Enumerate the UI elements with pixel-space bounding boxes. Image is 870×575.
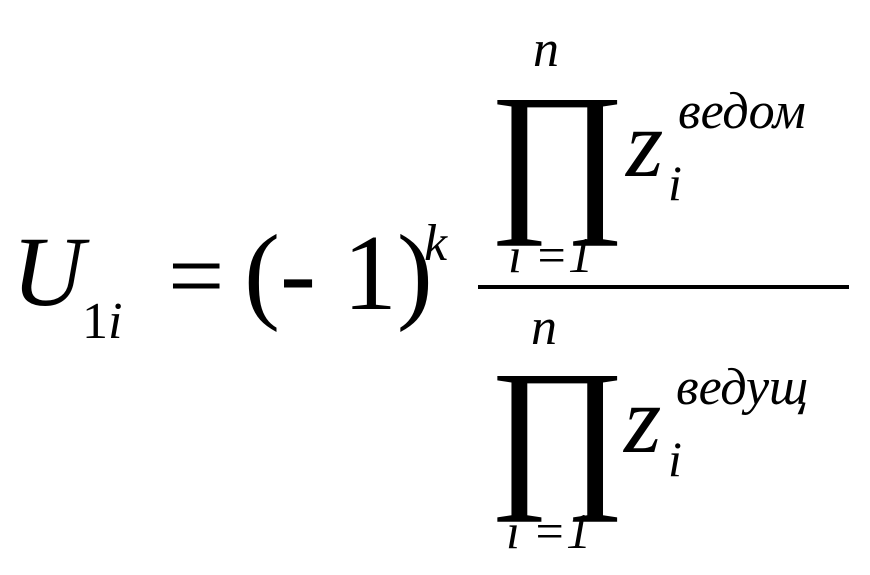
- denominator-term-superscript: ведущ: [676, 359, 809, 416]
- denominator-product-symbol: ∏: [488, 337, 627, 523]
- denominator-term: z: [624, 366, 662, 473]
- sign-factor-exponent: k: [424, 215, 448, 272]
- lhs-subscript-index: i: [108, 293, 123, 350]
- lhs-symbol: U: [12, 216, 85, 327]
- denominator-upper-limit: n: [531, 299, 557, 356]
- numerator-term-subscript: i: [668, 155, 682, 211]
- numerator-term: z: [626, 90, 664, 197]
- lhs-subscript: 1i: [82, 296, 122, 348]
- numerator-product-symbol: ∏: [488, 61, 627, 247]
- equals-sign: =: [168, 220, 225, 331]
- fraction-bar: [478, 285, 849, 289]
- sign-factor-base: (- 1): [244, 214, 433, 333]
- numerator-lower-limit: i =1: [508, 227, 594, 283]
- denominator-term-subscript: i: [668, 431, 682, 487]
- numerator-upper-limit: n: [533, 21, 559, 78]
- numerator-term-superscript: ведом: [678, 83, 806, 140]
- denominator-lower-limit: i =1: [506, 503, 592, 559]
- lhs-subscript-number: 1: [82, 293, 108, 350]
